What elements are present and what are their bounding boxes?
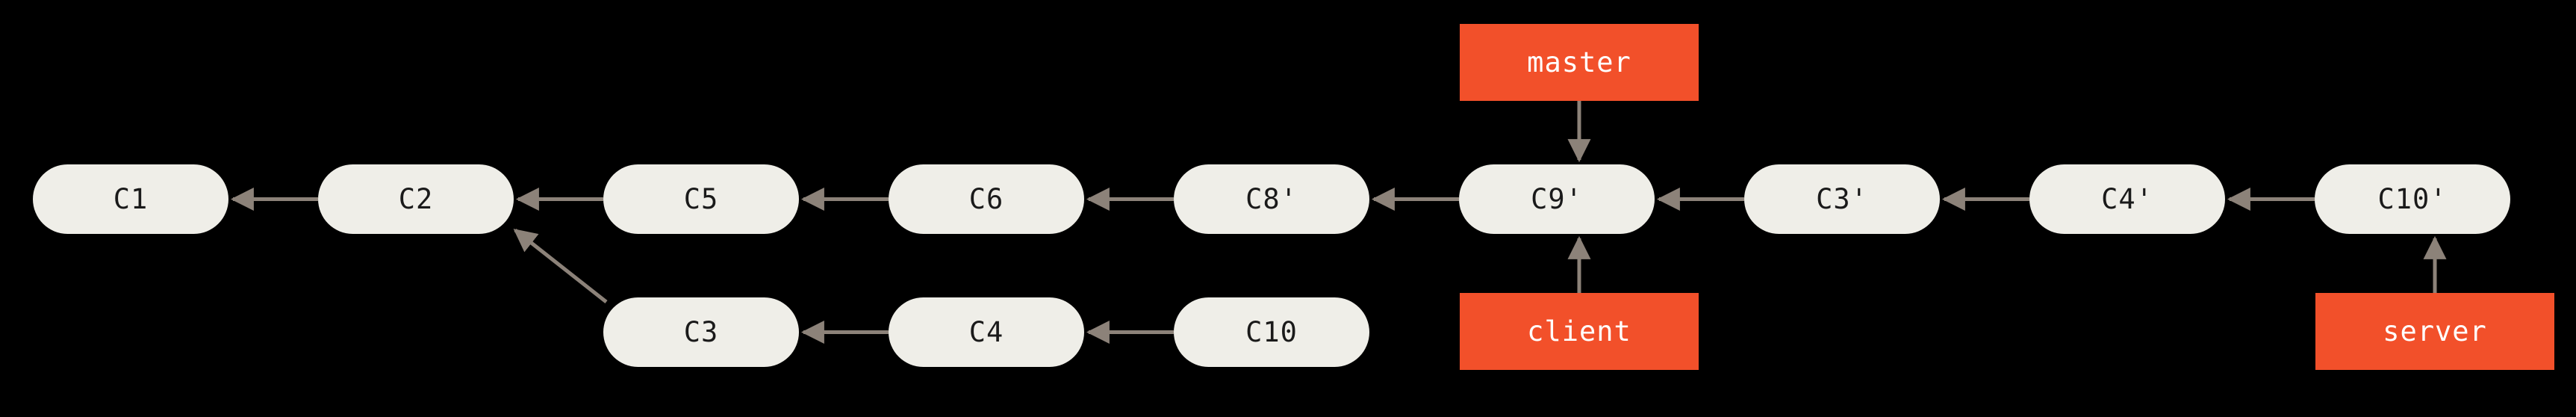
commit-node-c9-prime[interactable]: C9'	[1459, 164, 1655, 234]
commit-node-c4-prime[interactable]: C4'	[2029, 164, 2225, 234]
edge-c3-to-c2	[513, 229, 608, 303]
commit-node-c3-prime[interactable]: C3'	[1744, 164, 1940, 234]
commit-node-c3[interactable]: C3	[603, 297, 799, 367]
commit-node-c5[interactable]: C5	[603, 164, 799, 234]
commit-node-c6[interactable]: C6	[889, 164, 1084, 234]
commit-node-c4[interactable]: C4	[889, 297, 1084, 367]
branch-label-server[interactable]: server	[2315, 293, 2554, 370]
commit-node-c1[interactable]: C1	[33, 164, 228, 234]
branch-label-master[interactable]: master	[1460, 24, 1699, 101]
branch-label-client[interactable]: client	[1460, 293, 1699, 370]
commit-node-c2[interactable]: C2	[318, 164, 514, 234]
commit-node-c10[interactable]: C10	[1174, 297, 1369, 367]
commit-node-c10-prime[interactable]: C10'	[2315, 164, 2510, 234]
commit-node-c8-prime[interactable]: C8'	[1174, 164, 1369, 234]
